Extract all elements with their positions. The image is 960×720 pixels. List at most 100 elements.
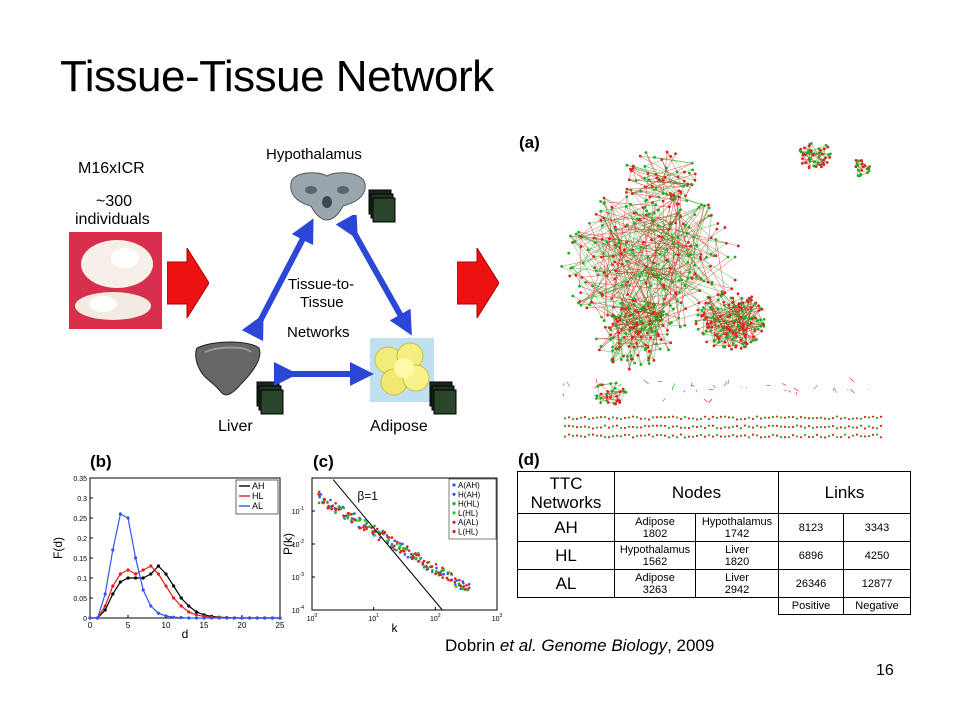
network-node — [712, 254, 716, 258]
network-node — [863, 427, 867, 430]
data-point — [435, 566, 438, 570]
network-node — [639, 417, 643, 420]
network-edge — [562, 393, 565, 397]
network-node — [843, 433, 847, 436]
y-axis-label: P(k) — [282, 533, 295, 555]
network-node — [787, 425, 791, 429]
y-tick-label: 0 — [83, 616, 87, 623]
network-node — [658, 312, 662, 315]
network-node — [650, 184, 654, 188]
data-point — [429, 565, 432, 568]
network-node — [758, 306, 762, 310]
network-node — [820, 158, 823, 162]
network-node — [675, 425, 679, 428]
x-tick-label: 25 — [276, 621, 285, 630]
network-edge — [634, 197, 676, 224]
network-node — [807, 151, 811, 155]
network-node — [723, 415, 727, 418]
network-node — [625, 259, 629, 263]
network-node — [731, 301, 734, 304]
network-edge — [708, 297, 732, 350]
network-node — [722, 300, 726, 304]
network-node — [709, 252, 713, 256]
network-edge — [594, 395, 597, 397]
network-edge — [642, 328, 655, 361]
data-point — [417, 551, 420, 555]
data-point — [439, 570, 443, 573]
network-edge — [572, 242, 614, 257]
network-edge — [611, 206, 663, 321]
network-node — [815, 433, 819, 436]
network-edge — [633, 165, 660, 198]
network-node — [632, 326, 635, 330]
network-node — [831, 433, 835, 436]
network-node — [691, 168, 695, 172]
network-node — [627, 433, 631, 436]
network-node — [875, 416, 879, 420]
network-node — [644, 265, 648, 269]
network-node — [652, 261, 656, 265]
network-edge — [802, 158, 815, 163]
mouse-label-line-2: ~300 — [96, 193, 133, 210]
network-node — [741, 342, 745, 346]
network-node — [633, 361, 636, 365]
network-node — [687, 225, 691, 229]
mouse-photo — [69, 232, 162, 329]
network-node — [783, 425, 787, 428]
center-label-line-2: Tissue — [300, 294, 344, 311]
network-node — [839, 426, 843, 429]
data-point — [457, 582, 461, 585]
network-edge — [713, 310, 760, 346]
data-point — [364, 525, 368, 529]
data-point — [111, 548, 115, 552]
y-tick-label: 10-1 — [292, 506, 304, 516]
negative-header: Negative — [843, 597, 911, 615]
data-point — [426, 561, 429, 564]
network-node — [668, 266, 672, 270]
node-1-value: 3263 — [642, 583, 668, 596]
network-edge — [631, 170, 674, 196]
network-node — [626, 292, 630, 296]
network-node — [653, 155, 656, 159]
network-node — [627, 416, 631, 419]
network-node — [639, 434, 643, 437]
network-node — [679, 301, 683, 305]
data-point — [406, 555, 410, 559]
network-node — [821, 152, 824, 156]
network-node — [822, 163, 826, 167]
network-node — [861, 165, 865, 169]
network-node — [597, 348, 601, 352]
network-node — [783, 416, 787, 419]
network-node — [690, 161, 694, 165]
positive-links: 6896 — [778, 541, 844, 570]
network-node — [574, 273, 578, 277]
network-node — [731, 425, 735, 428]
network-node — [648, 195, 652, 199]
network-node — [635, 426, 639, 429]
data-point — [414, 557, 417, 560]
network-node — [643, 417, 647, 420]
network-node — [767, 416, 771, 419]
network-node — [847, 436, 851, 439]
network-node — [687, 254, 690, 258]
network-edge — [621, 303, 635, 348]
network-node — [771, 415, 775, 419]
network-node — [734, 305, 737, 308]
network-node — [751, 433, 755, 436]
network-node — [644, 343, 648, 347]
network-node — [662, 310, 665, 313]
data-point — [442, 572, 446, 576]
network-edge — [630, 168, 653, 187]
network-node — [722, 303, 726, 307]
network-node — [755, 319, 759, 322]
network-node — [632, 303, 636, 306]
network-node — [693, 178, 697, 182]
network-node — [661, 199, 665, 203]
network-edge — [742, 323, 763, 328]
network-node — [857, 159, 860, 163]
network-node — [605, 240, 609, 244]
network-edge — [647, 308, 686, 334]
hypothalamus-label: Hypothalamus — [266, 146, 362, 163]
network-node — [827, 417, 831, 421]
